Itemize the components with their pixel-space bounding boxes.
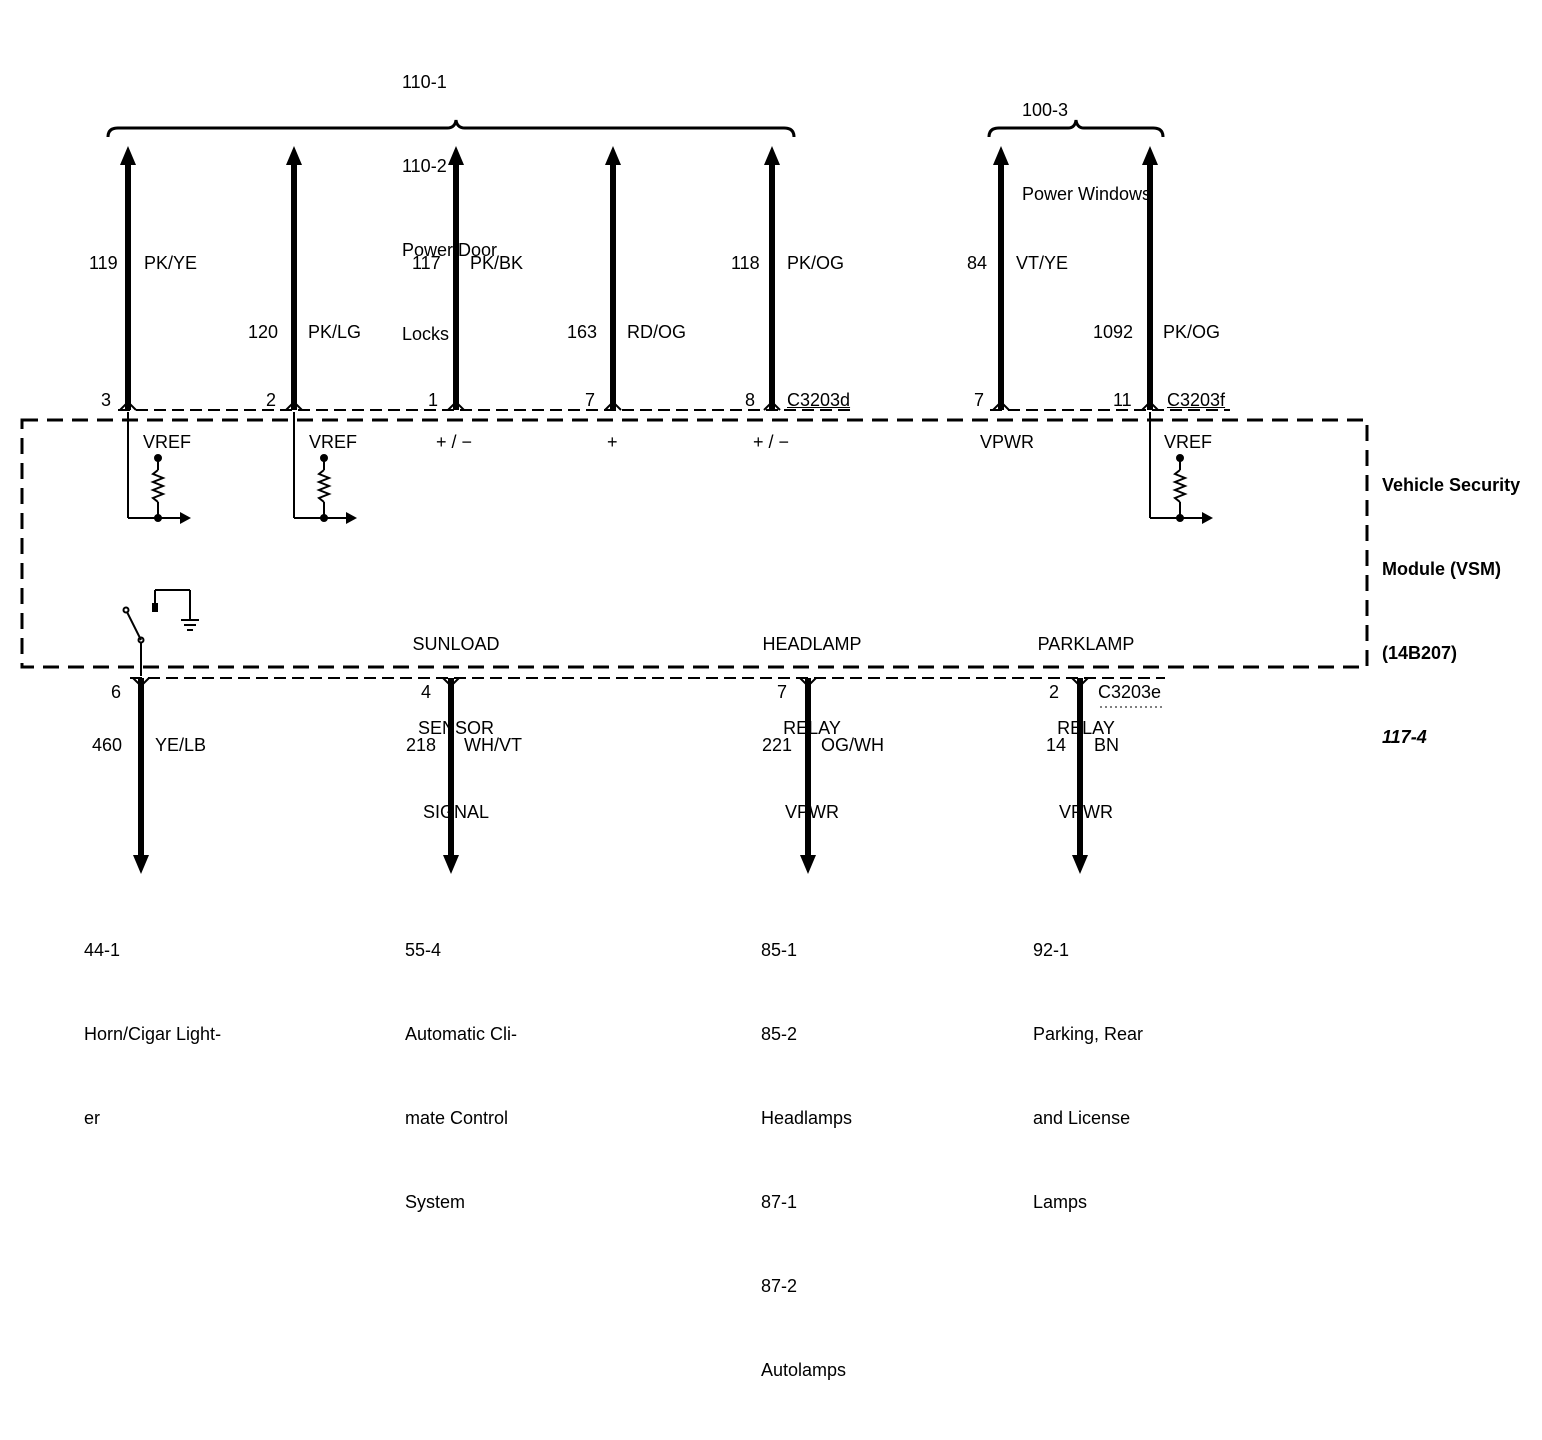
wire-color: PK/LG: [308, 322, 362, 342]
wire-color: BN: [1094, 735, 1120, 755]
circuit-number: 221: [762, 735, 793, 755]
wire-color: RD/OG: [627, 322, 687, 342]
group-label-door-locks: 110-1 110-2 Power Door Locks: [402, 72, 498, 344]
pin-function: VREF: [1164, 432, 1213, 452]
pin-number: 2: [266, 390, 277, 410]
pin-number: 8: [745, 390, 756, 410]
brace-windows: [987, 119, 1165, 138]
module-boundary: [20, 418, 1369, 669]
pin-function: VREF: [309, 432, 358, 452]
pin-function: VPWR: [980, 432, 1034, 452]
wire-color: PK/OG: [787, 253, 845, 273]
group-label-windows: 100-3 Power Windows: [1022, 100, 1152, 204]
circuit-number: 84: [967, 253, 988, 273]
destination-parking-lamps: 92-1 Parking, Rear and License Lamps: [1033, 940, 1144, 1212]
pin-function: VREF: [143, 432, 192, 452]
wire-color: PK/OG: [1163, 322, 1221, 342]
pin-number: 4: [421, 682, 432, 702]
destination-headlamps: 85-1 85-2 Headlamps 87-1 87-2 Autolamps: [761, 940, 853, 1380]
circuit-number: 119: [89, 253, 118, 273]
pin-function-parklamp: PARKLAMP RELAY VPWR: [1037, 634, 1135, 822]
wire-top-1: [119, 146, 137, 411]
circuit-number: 117: [412, 253, 441, 273]
resistor-network-1: [127, 412, 191, 524]
wire-top-7: [1141, 146, 1159, 411]
wire-bottom-3: [799, 677, 817, 874]
wire-top-5: [763, 146, 781, 411]
diagram-graphics: [20, 119, 1369, 874]
wire-top-3: [447, 146, 465, 411]
pin-function: +: [607, 432, 618, 452]
pin-number: 7: [974, 390, 985, 410]
pin-number: 2: [1049, 682, 1060, 702]
pin-number: 11: [1113, 390, 1132, 410]
pin-number: 7: [585, 390, 596, 410]
wire-top-4: [604, 146, 622, 411]
wire-top-6: [992, 146, 1010, 411]
pin-number: 1: [428, 390, 439, 410]
wire-color: VT/YE: [1016, 253, 1069, 273]
wire-color: PK/YE: [144, 253, 198, 273]
circuit-number: 460: [92, 735, 123, 755]
circuit-number: 1092: [1093, 322, 1134, 342]
wire-color: PK/BK: [470, 253, 524, 273]
pin-number: 3: [101, 390, 112, 410]
connector-label-top-right: C3203f: [1167, 390, 1226, 410]
circuit-number: 163: [567, 322, 598, 342]
destination-horn: 44-1 Horn/Cigar Light- er: [84, 940, 222, 1128]
wire-color: WH/VT: [464, 735, 522, 755]
wire-color: YE/LB: [155, 735, 207, 755]
wire-top-2: [285, 146, 303, 411]
pin-number: 6: [111, 682, 122, 702]
circuit-number: 120: [248, 322, 279, 342]
pin-function: + / −: [753, 432, 790, 452]
circuit-number: 118: [731, 253, 760, 273]
pin-function-sunload: SUNLOAD SENSOR SIGNAL: [412, 634, 500, 822]
resistor-network-3: [1149, 412, 1213, 524]
brace-door-locks: [106, 119, 796, 138]
circuit-number: 14: [1046, 735, 1067, 755]
wire-bottom-4: [1071, 677, 1089, 874]
circuit-number: 218: [406, 735, 437, 755]
wire-bottom-1: [132, 677, 150, 874]
pin-function: + / −: [436, 432, 473, 452]
resistor-network-2: [293, 412, 357, 524]
pin-function-headlamp: HEADLAMP RELAY VPWR: [762, 634, 862, 822]
module-name: Vehicle Security Module (VSM) (14B207) 1…: [1382, 475, 1521, 747]
pin-number: 7: [777, 682, 788, 702]
wire-bottom-2: [442, 677, 460, 874]
wire-color: OG/WH: [821, 735, 884, 755]
wiring-diagram: 110-1 110-2 Power Door Locks 100-3 Power…: [20, 72, 1521, 1380]
connector-label-top-left: C3203d: [787, 390, 851, 410]
switch-ground-icon: [122, 589, 199, 676]
destination-climate: 55-4 Automatic Cli- mate Control System: [405, 940, 518, 1212]
connector-label-bottom: C3203e: [1098, 682, 1162, 702]
